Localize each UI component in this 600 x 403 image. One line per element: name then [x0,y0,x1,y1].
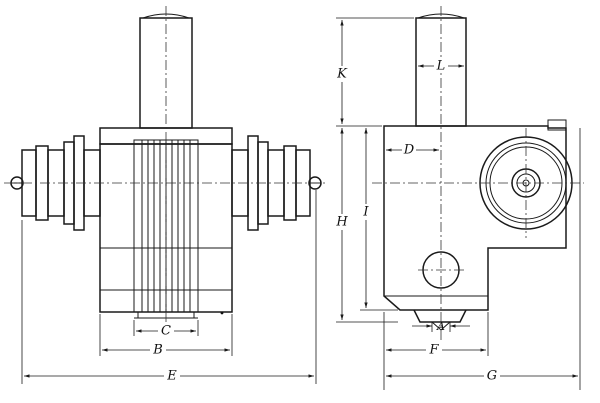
front-view [4,6,328,336]
label-d: D [403,143,415,158]
label-e: E [166,369,177,384]
dimension-g: G [386,128,581,390]
dimension-a: A [412,320,470,333]
dimension-i: I [360,128,398,311]
dimension-c: C [133,320,199,339]
dimension-l: L [418,59,464,74]
dimension-k: K [334,17,414,127]
label-a: A [436,320,445,333]
label-b: B [152,343,163,358]
dimension-e: E [21,190,317,384]
side-main-body [383,119,567,311]
dimensions: C B E K L [21,17,581,390]
dimension-h: H [334,128,398,323]
label-g: G [487,369,497,384]
dimension-d: D [386,143,439,158]
label-h: H [335,215,348,230]
label-i: I [362,205,369,220]
dimension-b: B [99,314,233,358]
dimension-f: F [383,312,489,390]
label-f: F [428,343,439,358]
label-k: K [336,67,348,82]
label-c: C [161,324,171,339]
side-view [372,6,584,340]
label-l: L [436,59,446,74]
